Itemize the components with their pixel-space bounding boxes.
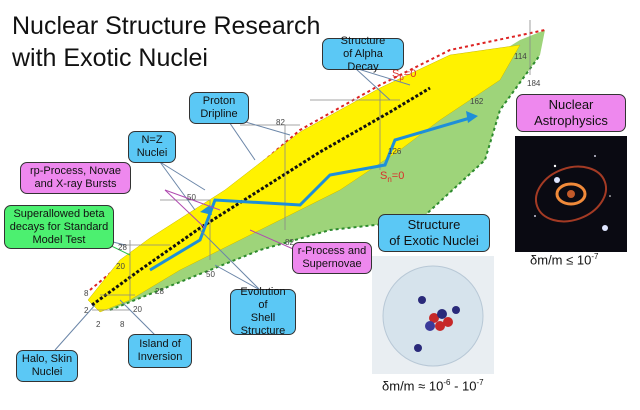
r-process-path xyxy=(149,116,471,272)
magic-label-8: 8 xyxy=(84,289,89,298)
magic-label-28b: 28 xyxy=(155,287,164,296)
magic-label-50: 50 xyxy=(187,193,196,202)
nucleus-image xyxy=(372,256,494,374)
known-nuclei-region xyxy=(87,44,521,313)
magic-label-82b: 82 xyxy=(285,238,294,247)
astro-precision: δm/m ≤ 10-7 xyxy=(530,252,599,268)
title-line-2: with Exotic Nuclei xyxy=(12,44,208,72)
magic-label-8b: 8 xyxy=(120,320,125,329)
stability-line xyxy=(91,86,431,307)
magic-label-114: 114 xyxy=(514,52,527,61)
magic-label-28: 28 xyxy=(118,243,127,252)
magic-label-162: 162 xyxy=(470,97,484,106)
sn-label: Sn=0 xyxy=(380,170,405,185)
title-line-1: Nuclear Structure Research xyxy=(12,12,321,40)
sp-label: Sp=0 xyxy=(392,68,417,83)
r-process-arrow-1 xyxy=(200,205,212,215)
page-title: Nuclear Structure Research with Exotic N… xyxy=(12,10,320,74)
magic-label-2b: 2 xyxy=(96,320,101,329)
r-process-arrow-2 xyxy=(466,111,478,123)
magic-label-82: 82 xyxy=(276,118,285,127)
magic-label-20b: 20 xyxy=(133,305,142,314)
callout-pointers xyxy=(54,67,411,351)
supernova-image xyxy=(515,136,627,252)
magic-label-126: 126 xyxy=(388,147,402,156)
magic-label-2: 2 xyxy=(84,306,89,315)
magic-label-50b: 50 xyxy=(206,270,215,279)
magic-label-184: 184 xyxy=(527,79,541,88)
exotic-precision: δm/m ≈ 10-6 - 10-7 xyxy=(382,378,484,394)
magic-label-20: 20 xyxy=(116,262,125,271)
